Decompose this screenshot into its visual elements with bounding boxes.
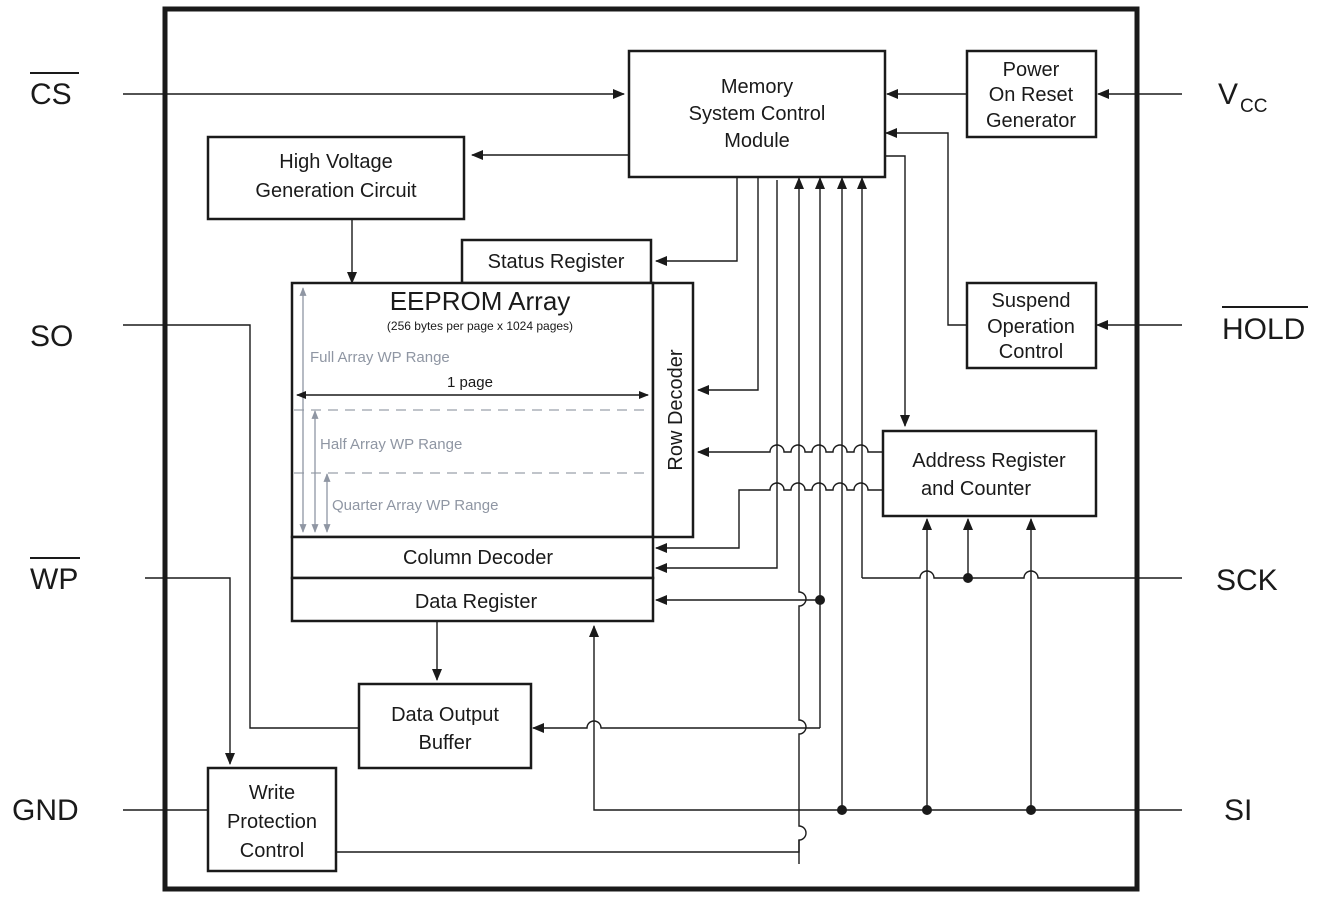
svg-text:Control: Control [999,341,1063,363]
status-register: Status Register [460,238,653,285]
svg-text:Module: Module [724,130,790,152]
svg-text:System Control: System Control [689,103,826,125]
svg-text:Memory: Memory [721,76,793,98]
svg-text:High Voltage: High Voltage [279,151,392,173]
signal-wires [123,89,1182,864]
address-register-and-counter: Address Register and Counter [881,429,1098,518]
pin-si-label: SI [1224,794,1252,827]
svg-text:Status Register: Status Register [488,251,625,273]
data-output-buffer: Data Output Buffer [357,682,533,770]
pin-hold: HOLD [1222,306,1308,346]
svg-text:Address Register: Address Register [912,450,1066,472]
svg-text:Power: Power [1003,59,1060,81]
memory-system-control-module: Memory System Control Module [627,49,887,179]
svg-text:Protection: Protection [227,811,317,833]
quarter-array-wp-range: Quarter Array WP Range [332,497,498,514]
pin-vcc-label: V [1218,78,1238,111]
junction-dots [815,573,1036,815]
row-decoder: Row Decoder [651,281,695,539]
pin-sck-label: SCK [1216,564,1278,597]
write-protection-control: Write Protection Control [206,766,338,873]
svg-text:On Reset: On Reset [989,84,1074,106]
eeprom-array-title: EEPROM Array [390,286,571,316]
row-decoder-label: Row Decoder [665,349,687,471]
svg-text:Suspend: Suspend [992,290,1071,312]
power-on-reset-generator: Power On Reset Generator [965,49,1098,139]
svg-text:Generation Circuit: Generation Circuit [255,180,417,202]
pin-wp-label: WP [30,563,78,596]
svg-text:Buffer: Buffer [419,732,472,754]
pin-cs-label: CS [30,78,72,111]
data-register: Data Register [290,576,655,623]
pin-vcc-subscript: CC [1240,96,1267,117]
pin-gnd-label: GND [12,794,79,827]
column-decoder: Column Decoder [290,535,655,580]
svg-text:Generator: Generator [986,110,1076,132]
eeprom-array-subtitle: (256 bytes per page x 1024 pages) [387,319,573,333]
pin-hold-label: HOLD [1222,313,1305,346]
svg-text:Write: Write [249,782,295,804]
eeprom-array: EEPROM Array (256 bytes per page x 1024 … [290,281,655,539]
svg-text:Data Register: Data Register [415,591,538,613]
high-voltage-generation-circuit: High Voltage Generation Circuit [206,135,466,221]
svg-text:Control: Control [240,840,304,862]
pin-wp: WP [30,557,80,596]
svg-text:Data Output: Data Output [391,704,499,726]
one-page-label: 1 page [447,374,493,391]
pin-cs: CS [30,72,79,111]
svg-text:Column Decoder: Column Decoder [403,547,553,569]
suspend-operation-control: Suspend Operation Control [965,281,1098,370]
svg-text:and Counter: and Counter [921,478,1031,500]
pin-vcc: V CC [1218,78,1267,117]
pin-so-label: SO [30,320,73,353]
half-array-wp-range: Half Array WP Range [320,436,462,453]
svg-text:Operation: Operation [987,316,1075,338]
full-array-wp-range: Full Array WP Range [310,349,450,366]
chip-outline [162,6,1140,892]
